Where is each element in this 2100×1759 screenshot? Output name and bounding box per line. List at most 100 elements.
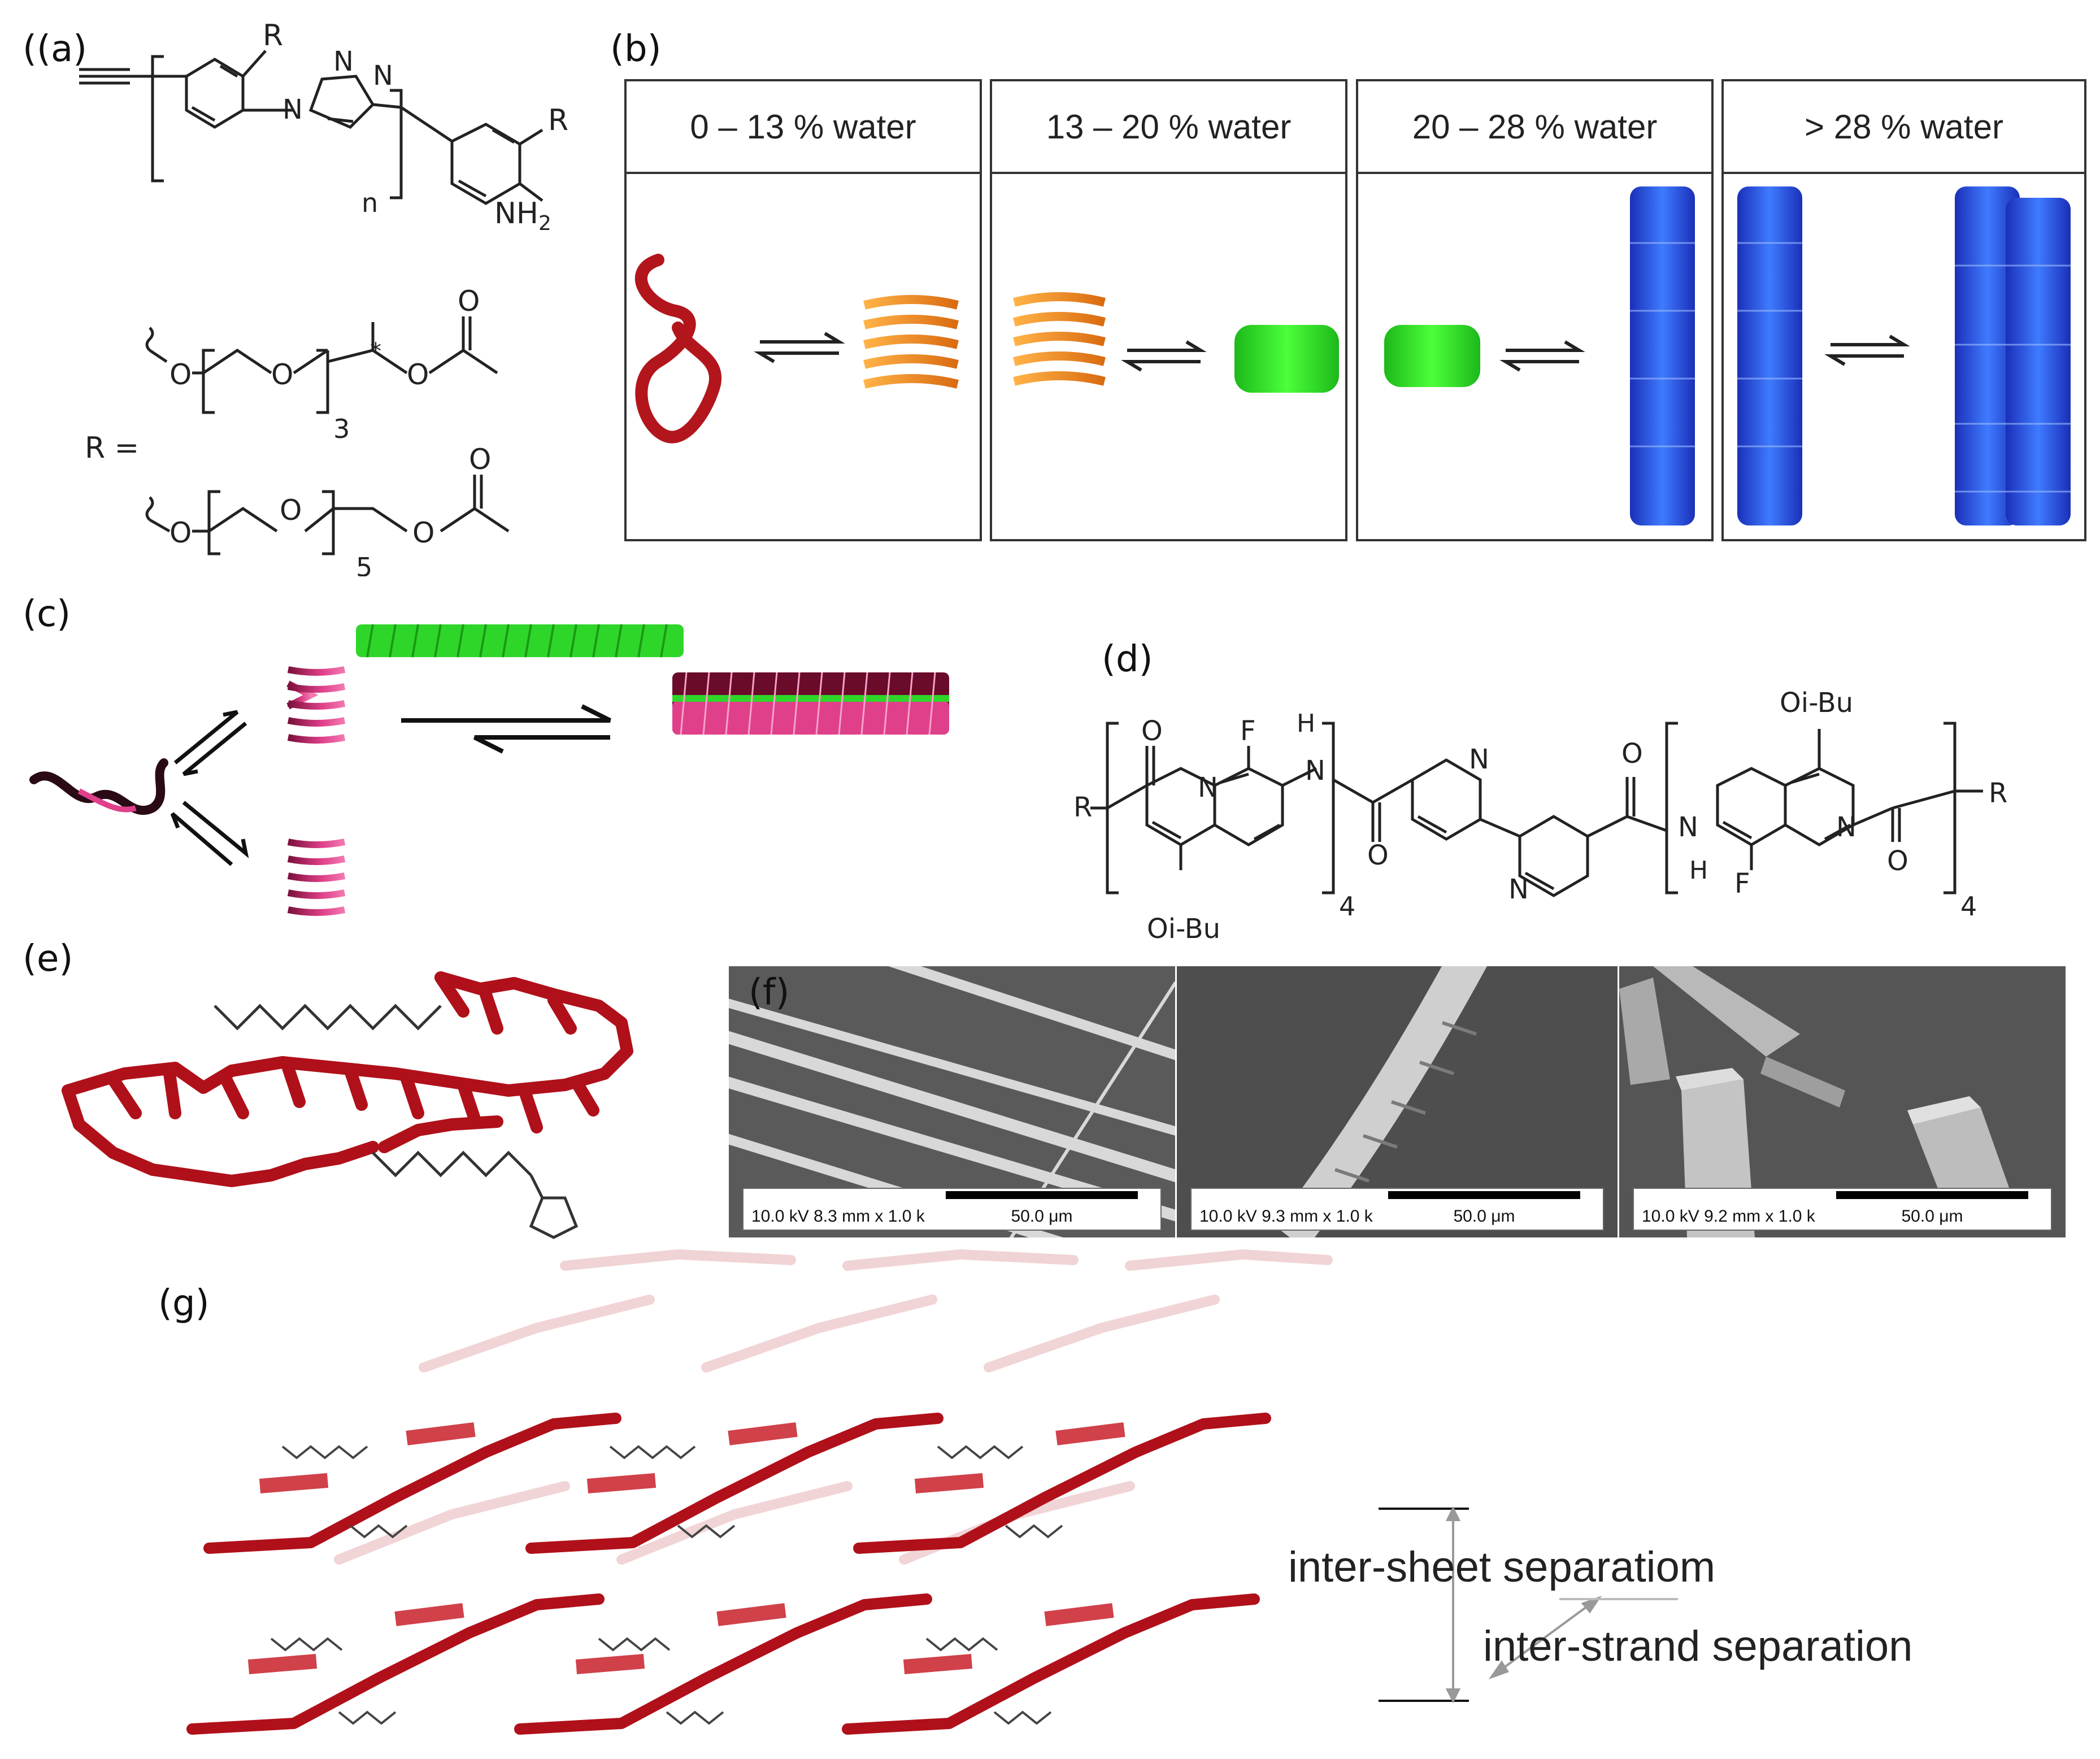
h-label-d1: H bbox=[1297, 709, 1315, 738]
helix-pink-top bbox=[286, 666, 346, 744]
o-label-6: O bbox=[280, 494, 302, 527]
alkyl-chains bbox=[270, 1445, 1063, 1725]
helix-orange-2 bbox=[1013, 292, 1106, 386]
r-right-label: R bbox=[1989, 778, 2007, 809]
r-top-label: R bbox=[263, 19, 283, 53]
panel-e-molecule bbox=[62, 971, 633, 1239]
sem-1-infobar: 10.0 kV 8.3 mm x 1.0 k 50.0 μm bbox=[742, 1188, 1162, 1231]
o-label-7: O bbox=[412, 516, 434, 549]
sem-2-scale: 50.0 μm bbox=[1453, 1207, 1515, 1226]
nh2-label: NH2 bbox=[494, 197, 551, 235]
panel-b-header-2: 13 – 20 % water bbox=[992, 81, 1345, 174]
sem-3-scale: 50.0 μm bbox=[1901, 1207, 1963, 1226]
strand-row-2 bbox=[186, 1593, 1260, 1735]
panel-b-header-4: > 28 % water bbox=[1724, 81, 2084, 174]
sub4-left: 4 bbox=[1339, 891, 1355, 922]
o-label-d4: O bbox=[1887, 845, 1908, 877]
o-label-1: O bbox=[169, 358, 192, 391]
helix-green-long bbox=[356, 624, 684, 657]
chiral-star: * bbox=[370, 338, 381, 364]
sem-2-scalebar bbox=[1388, 1191, 1580, 1199]
sem-3-infobar: 10.0 kV 9.2 mm x 1.0 k 50.0 μm bbox=[1633, 1188, 2052, 1231]
strand-row-2-sheet bbox=[247, 1603, 1114, 1674]
sem-1-scale: 50.0 μm bbox=[1011, 1207, 1073, 1226]
helix-green-1 bbox=[1234, 325, 1339, 393]
panel-label-c: (c) bbox=[23, 593, 71, 635]
panel-a-structure: R N N N n R NH2 O O 3 * O O R = O O 5 O … bbox=[79, 19, 568, 576]
sem-1-info: 10.0 kV 8.3 mm x 1.0 k bbox=[751, 1207, 925, 1226]
o-label-d3: O bbox=[1621, 738, 1643, 770]
panel-d-structure: O F H N N R O 4 Oi-Bu N N O N H F N O 4 … bbox=[1073, 687, 2007, 945]
helix-blue-column-2 bbox=[1737, 186, 1802, 525]
equilibrium-arrow-2 bbox=[1121, 340, 1207, 372]
helix-blue-bundle-b bbox=[2006, 198, 2071, 525]
o-label-d1: O bbox=[1141, 715, 1163, 747]
equilibrium-arrow-c3 bbox=[401, 704, 611, 754]
sem-image-3: 10.0 kV 9.2 mm x 1.0 k 50.0 μm bbox=[1619, 966, 2066, 1237]
helix-green-2 bbox=[1384, 325, 1480, 387]
panel-b-header-3: 20 – 28 % water bbox=[1358, 81, 1711, 174]
alkyl-chain-top bbox=[214, 1004, 442, 1031]
o-label-8: O bbox=[469, 443, 491, 476]
panel-label-e: (e) bbox=[23, 938, 73, 980]
equilibrium-arrow-c1 bbox=[173, 710, 247, 776]
panel-b-header-1: 0 – 13 % water bbox=[627, 81, 980, 174]
r-side-label: R bbox=[548, 103, 568, 137]
inter-sheet-markers bbox=[1379, 1508, 1469, 1702]
n3-label: N bbox=[373, 60, 393, 92]
equilibrium-arrow-3 bbox=[1499, 340, 1585, 372]
random-coil-red bbox=[634, 254, 722, 444]
alkyl-chain-bottom bbox=[372, 1150, 532, 1178]
n-label-d1: N bbox=[1305, 755, 1325, 787]
sub-5: 5 bbox=[356, 552, 372, 576]
random-coil-pink bbox=[29, 758, 168, 815]
equilibrium-arrow-1 bbox=[754, 332, 845, 363]
n-label-d5: N bbox=[1678, 811, 1698, 843]
equilibrium-arrow-c2 bbox=[170, 801, 249, 866]
sem-2-infobar: 10.0 kV 9.3 mm x 1.0 k 50.0 μm bbox=[1190, 1188, 1604, 1231]
panel-c-double-helix bbox=[672, 672, 949, 735]
f-label-d2: F bbox=[1734, 868, 1750, 900]
separation-arrows bbox=[1445, 1506, 1678, 1704]
n-label-d3: N bbox=[1469, 744, 1489, 775]
h-label-d2: H bbox=[1689, 856, 1708, 885]
sem-image-1: 10.0 kV 8.3 mm x 1.0 k 50.0 μm bbox=[729, 966, 1175, 1237]
sem-2-info: 10.0 kV 9.3 mm x 1.0 k bbox=[1199, 1207, 1373, 1226]
n1-label: N bbox=[282, 94, 303, 125]
oibu-top-label: Oi-Bu bbox=[1780, 687, 1853, 719]
n-label-d4: N bbox=[1508, 874, 1529, 905]
panel-label-g: (g) bbox=[158, 1283, 210, 1324]
panel-b-graphics bbox=[634, 186, 2071, 525]
panel-label-f: (f) bbox=[749, 972, 790, 1014]
o-label-3: O bbox=[407, 358, 429, 391]
panel-b-box-2: 13 – 20 % water bbox=[990, 79, 1347, 541]
helix-pink-bottom bbox=[287, 839, 346, 916]
f-label-d1: F bbox=[1240, 715, 1256, 747]
sub4-right: 4 bbox=[1960, 891, 1977, 922]
panel-c-graphics bbox=[29, 624, 684, 916]
sem-3-info: 10.0 kV 9.2 mm x 1.0 k bbox=[1642, 1207, 1815, 1226]
o-label-2: O bbox=[271, 358, 293, 391]
n-label-d2: N bbox=[1198, 772, 1218, 804]
equilibrium-arrow-4 bbox=[1824, 335, 1910, 366]
n-label-d6: N bbox=[1836, 811, 1856, 843]
helix-orange-1 bbox=[863, 295, 959, 389]
o-label-5: O bbox=[169, 516, 192, 549]
panel-label-d: (d) bbox=[1102, 639, 1153, 680]
sub-3: 3 bbox=[333, 414, 350, 444]
o-label-d2: O bbox=[1367, 840, 1389, 871]
strand-row-1-sheet bbox=[259, 1422, 1125, 1493]
panel-label-a: ((a) bbox=[23, 28, 88, 70]
cyclic-end bbox=[529, 1174, 579, 1239]
n-subscript: n bbox=[362, 188, 378, 218]
sem-3-scalebar bbox=[1836, 1191, 2028, 1199]
helix-blue-column-1 bbox=[1630, 186, 1695, 525]
panel-label-b: (b) bbox=[610, 28, 662, 70]
inter-sheet-label: inter-sheet separatiom bbox=[1288, 1543, 1716, 1591]
sem-1-scalebar bbox=[946, 1191, 1138, 1199]
o-label-4: O bbox=[458, 285, 480, 318]
inter-strand-label: inter-strand separation bbox=[1483, 1622, 1913, 1670]
r-equals-label: R = bbox=[85, 431, 139, 465]
oibu-bottom-label: Oi-Bu bbox=[1147, 913, 1220, 945]
r-left-label: R bbox=[1073, 792, 1092, 823]
